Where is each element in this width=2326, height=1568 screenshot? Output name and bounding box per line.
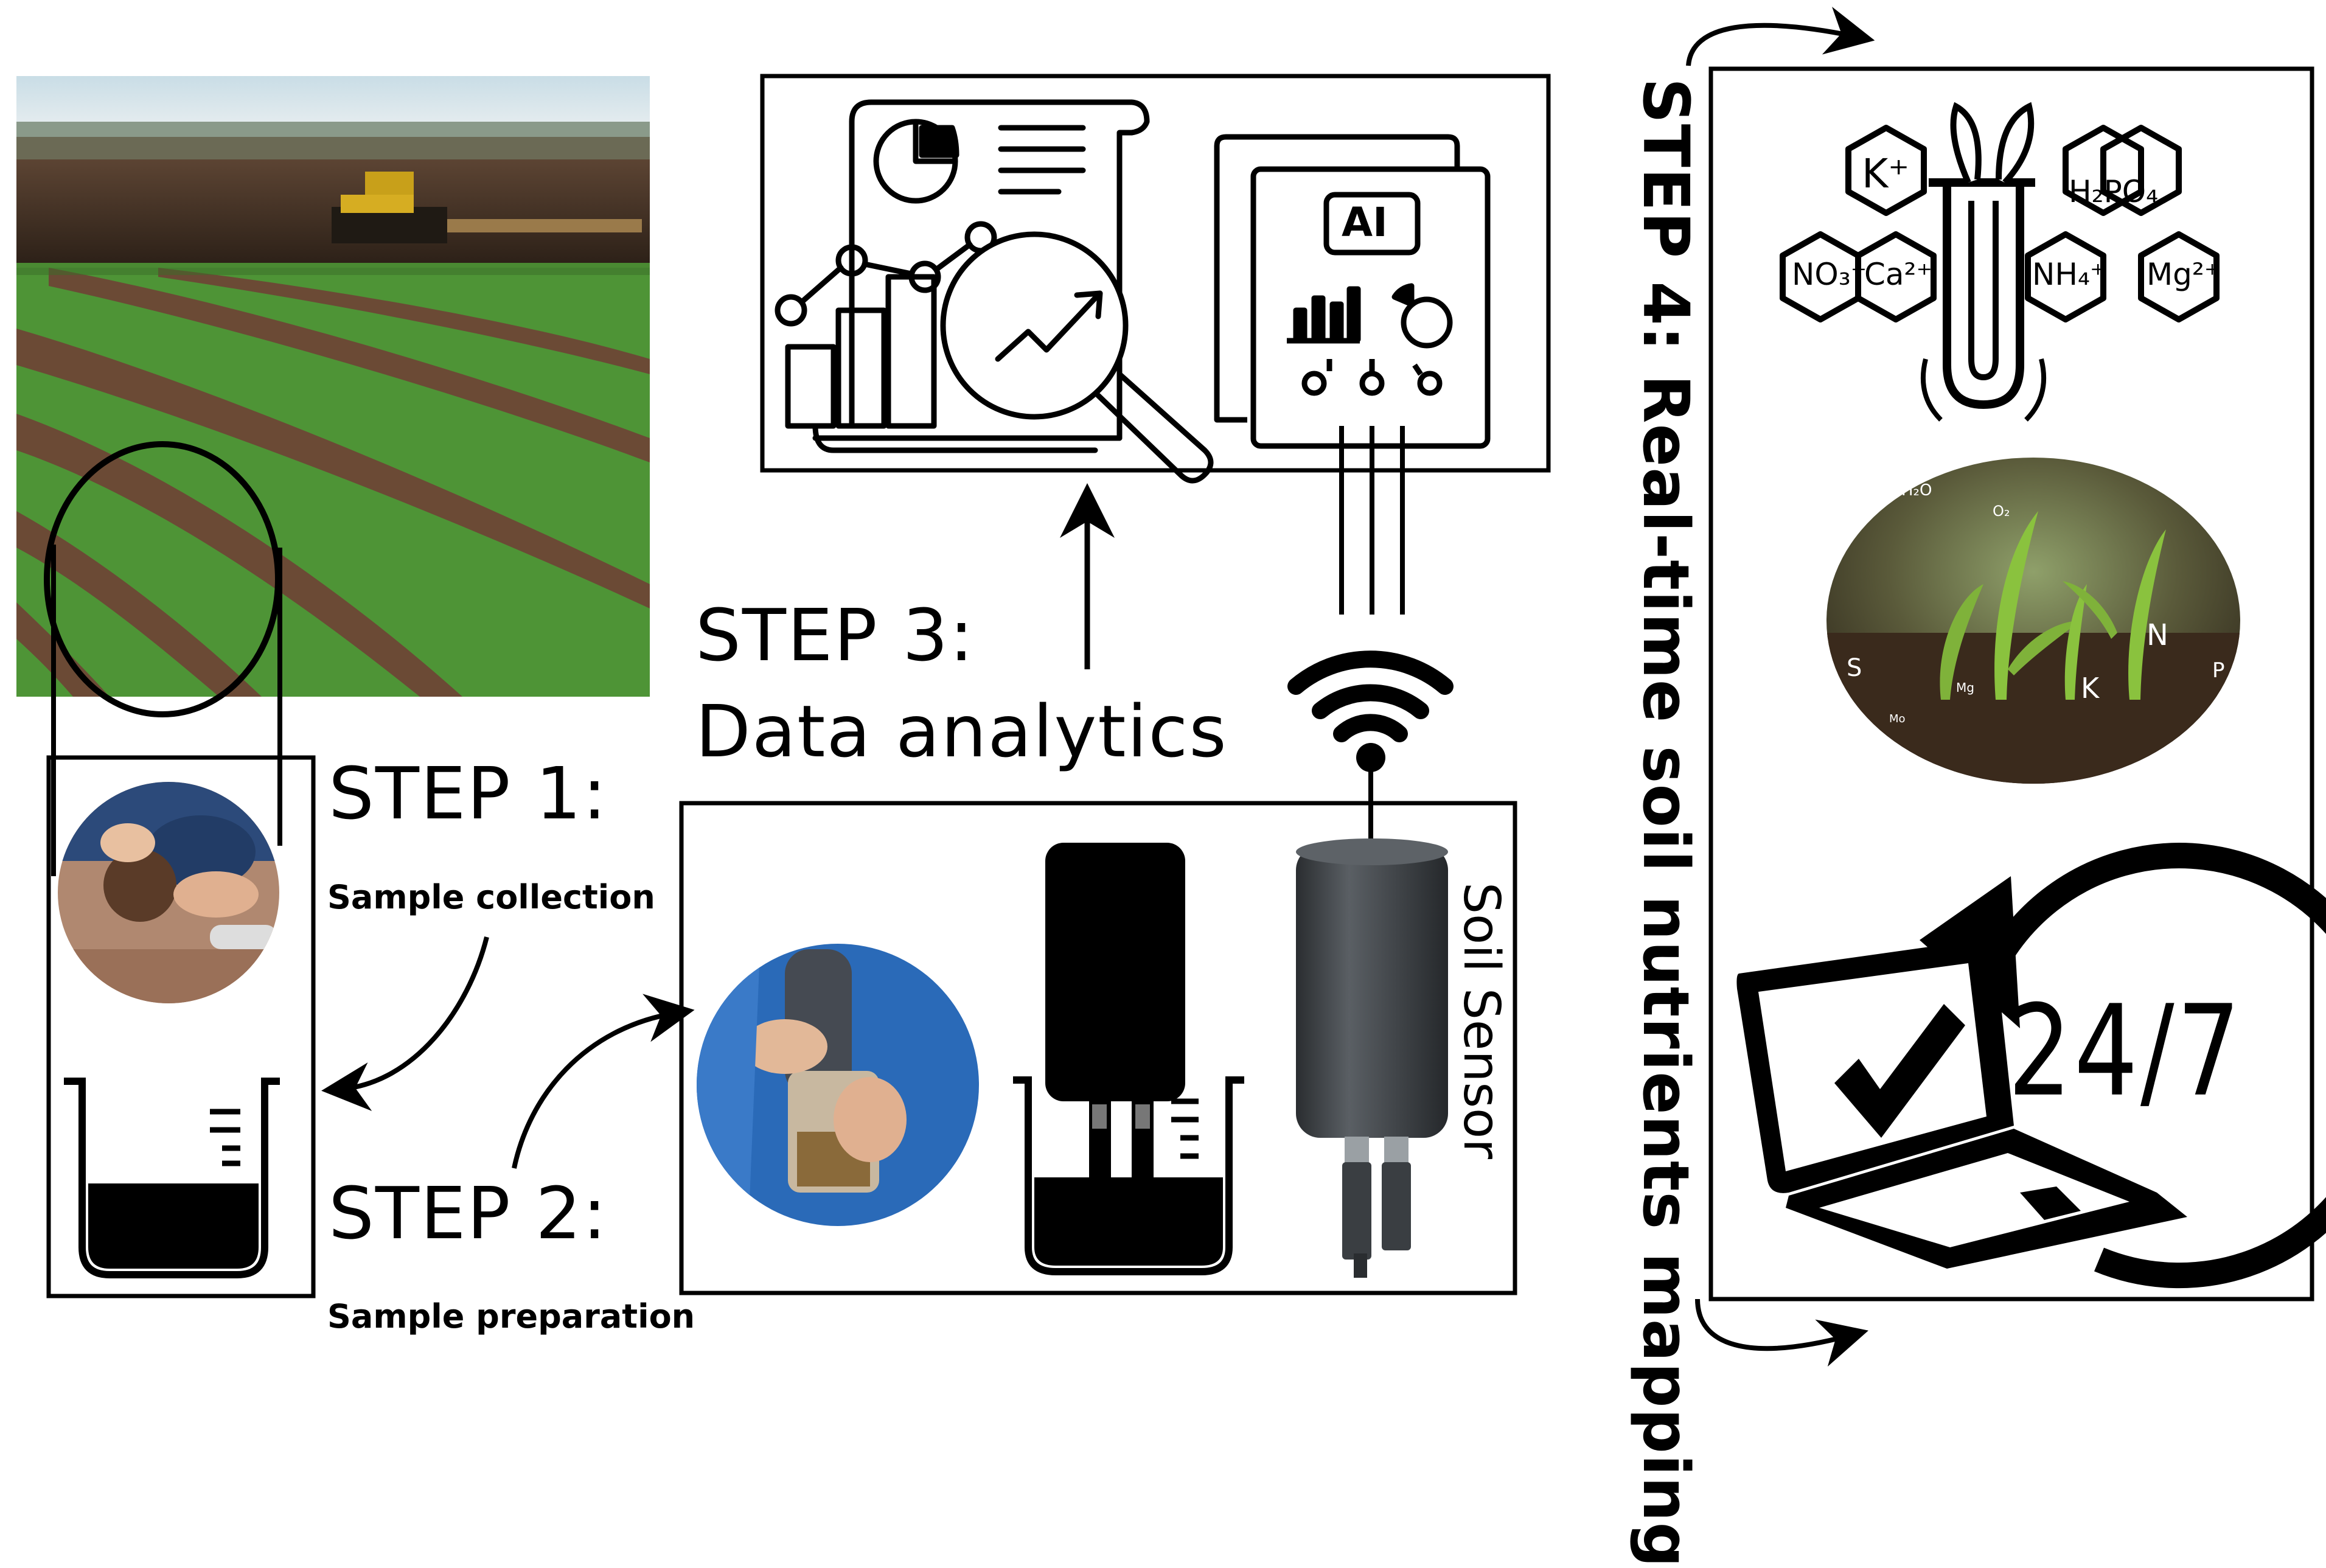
bottom-loop-arrow — [1695, 1298, 1868, 1367]
tag-oxygen: O₂ — [1993, 503, 2010, 520]
ion-nitrate: NO₃⁻ — [1792, 257, 1867, 292]
tag-calcium: Ca — [1792, 629, 1808, 644]
soil-sensor-device — [1296, 838, 1448, 1278]
monitoring-label: 24/7 — [2008, 978, 2243, 1124]
sensor-label: Soil Sensor — [1452, 882, 1510, 1159]
tag-potassium: K — [2081, 672, 2100, 705]
step3-title-line1: STEP 3: — [695, 593, 975, 677]
step2-title: STEP 2: — [329, 1171, 608, 1255]
tag-magnesium: Mg — [1956, 680, 1974, 695]
top-loop-arrow — [1686, 7, 1875, 66]
step1-subtitle: Sample collection — [327, 878, 655, 916]
laptop-check-icon — [1736, 843, 2326, 1289]
soil-sensing-workflow-diagram — [16, 7, 2326, 1367]
crop-rows — [16, 268, 650, 697]
sensor-box — [679, 801, 1517, 1295]
soil-sampling-photo — [58, 782, 279, 1003]
mapping-box — [1708, 66, 2314, 1301]
tag-chlorine: Cl — [1780, 688, 1793, 703]
ion-ammonium: NH₄⁺ — [2032, 257, 2106, 292]
crop-field-photo — [16, 76, 650, 697]
tag-water: H₂O — [1901, 481, 1932, 500]
step3-title-line2: Data analytics — [695, 689, 1228, 773]
report-icon — [775, 99, 1214, 484]
data-cables — [1339, 426, 1405, 615]
analytics-box — [760, 74, 1551, 473]
ai-label: AI — [1342, 199, 1388, 246]
step2-subtitle: Sample preparation — [327, 1297, 695, 1336]
collection-to-beaker-arrow — [321, 936, 489, 1111]
sensor-in-beaker-icon — [1013, 843, 1244, 1275]
step1-title: STEP 1: — [329, 751, 608, 835]
ion-dihydrogen-phosphate: H₂PO₄ — [2069, 174, 2159, 209]
wifi-icon — [1287, 650, 1454, 851]
tag-carbon-dioxide: CO₂ — [1836, 515, 1862, 530]
step4-title: STEP 4: Real-time soil nutrients mapping — [1629, 78, 1703, 1568]
test-tube-icon — [1920, 102, 2047, 422]
ion-potassium: K⁺ — [1862, 150, 1910, 197]
sample-box — [46, 755, 316, 1298]
nutrient-hexagons — [1780, 125, 2220, 322]
tag-nitrogen: N — [2147, 618, 2168, 652]
tag-sulfur: S — [1847, 654, 1862, 682]
tag-phosphorus: P — [2212, 658, 2225, 683]
ion-magnesium: Mg²⁺ — [2147, 257, 2221, 292]
beaker-icon — [64, 1078, 280, 1278]
sensor-hand-photo — [697, 944, 979, 1226]
tag-molybdenum: Mo — [1889, 713, 1906, 725]
ai-chip-icon — [1214, 134, 1491, 449]
ion-calcium: Ca²⁺ — [1864, 257, 1932, 292]
seedling-soil-photo — [1826, 458, 2240, 784]
preparation-to-sensor-arrow — [512, 994, 695, 1169]
tractor — [332, 172, 642, 243]
